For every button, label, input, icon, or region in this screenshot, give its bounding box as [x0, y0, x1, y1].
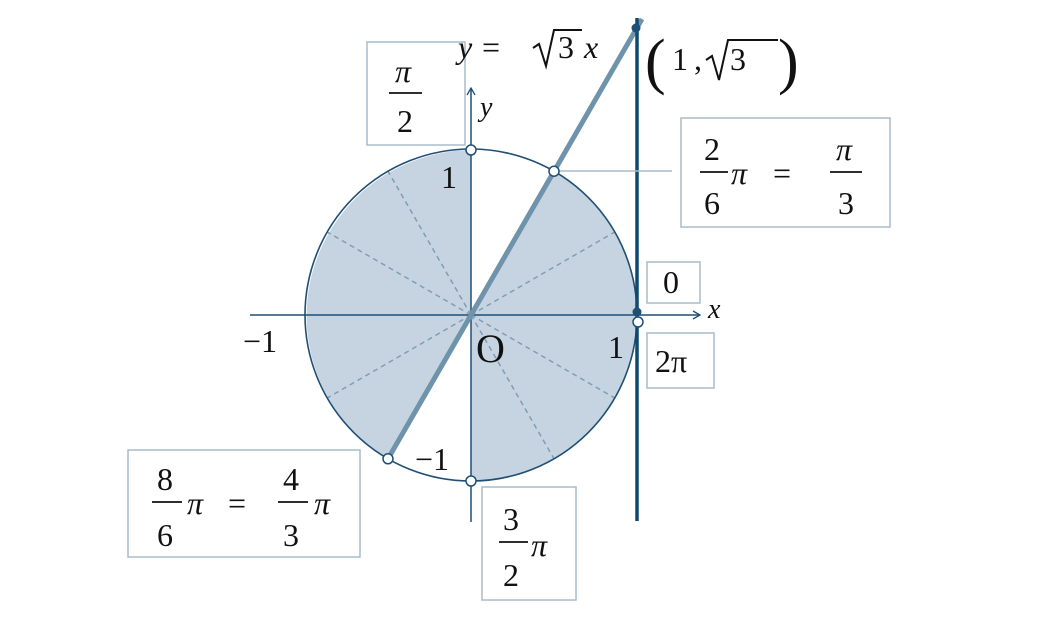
svg-text:): ) [778, 28, 799, 96]
svg-text:8: 8 [157, 461, 173, 497]
label-three-halves-pi: 3 2 π [481, 486, 577, 601]
svg-text:3: 3 [503, 501, 519, 537]
point-bottom [465, 475, 477, 487]
label-zero: 0 [646, 261, 701, 304]
svg-text:3: 3 [558, 29, 574, 65]
svg-text:,: , [694, 41, 702, 77]
x-axis-label: x [707, 294, 721, 325]
svg-text:4: 4 [283, 461, 299, 497]
point-top [465, 144, 477, 156]
dashed-radius-150 [326, 231, 472, 316]
svg-text:=: = [482, 29, 500, 65]
svg-text:2π: 2π [655, 343, 687, 379]
svg-text:6: 6 [704, 185, 720, 221]
equation-label: y = 3 x [455, 29, 598, 70]
y-axis-label: y [477, 92, 493, 123]
radial-dashed-lines [326, 170, 616, 460]
tick-x-neg1: −1 [243, 323, 277, 359]
svg-text:2: 2 [503, 557, 519, 593]
svg-text:1: 1 [672, 41, 688, 77]
label-pi-third: 2 6 π = π 3 [680, 117, 891, 228]
point-60deg [548, 165, 560, 177]
point-1-sqrt3 [631, 23, 641, 33]
dashed-radius-30 [470, 231, 616, 316]
svg-text:π: π [836, 131, 853, 167]
svg-text:π: π [395, 53, 412, 89]
tick-y-1: 1 [441, 159, 457, 195]
dashed-radius-300 [470, 314, 555, 460]
dashed-radius-210 [326, 314, 472, 399]
svg-text:3: 3 [730, 41, 746, 77]
svg-text:3: 3 [838, 185, 854, 221]
point-zero-open [632, 316, 644, 328]
point-240deg [382, 453, 394, 465]
label-pi-half: π 2 [366, 41, 466, 146]
origin-label: O [476, 326, 505, 371]
svg-text:2: 2 [397, 103, 413, 139]
svg-text:π: π [314, 485, 331, 521]
tick-x-1: 1 [608, 329, 624, 365]
sqrt-sign [532, 29, 582, 70]
svg-text:0: 0 [663, 264, 679, 300]
dashed-radius-120 [387, 170, 472, 316]
svg-text:3: 3 [283, 517, 299, 553]
svg-text:6: 6 [157, 517, 173, 553]
point-label-1-sqrt3: ( 1 , 3 ) [645, 28, 799, 96]
tick-y-neg1: −1 [415, 441, 449, 477]
svg-text:=: = [228, 485, 246, 521]
svg-text:(: ( [645, 28, 666, 96]
label-four-thirds-pi: 8 6 π = 4 3 π [127, 449, 361, 558]
svg-text:x: x [583, 29, 598, 65]
line-y-sqrt3x [385, 17, 645, 461]
svg-text:=: = [773, 155, 791, 191]
dashed-radius-330 [470, 314, 616, 399]
svg-text:π: π [531, 527, 548, 563]
label-two-pi: 2π [646, 332, 715, 389]
point-1-0 [632, 307, 642, 317]
svg-text:π: π [731, 155, 748, 191]
svg-text:π: π [187, 485, 204, 521]
svg-text:2: 2 [704, 131, 720, 167]
svg-text:y: y [455, 29, 473, 65]
